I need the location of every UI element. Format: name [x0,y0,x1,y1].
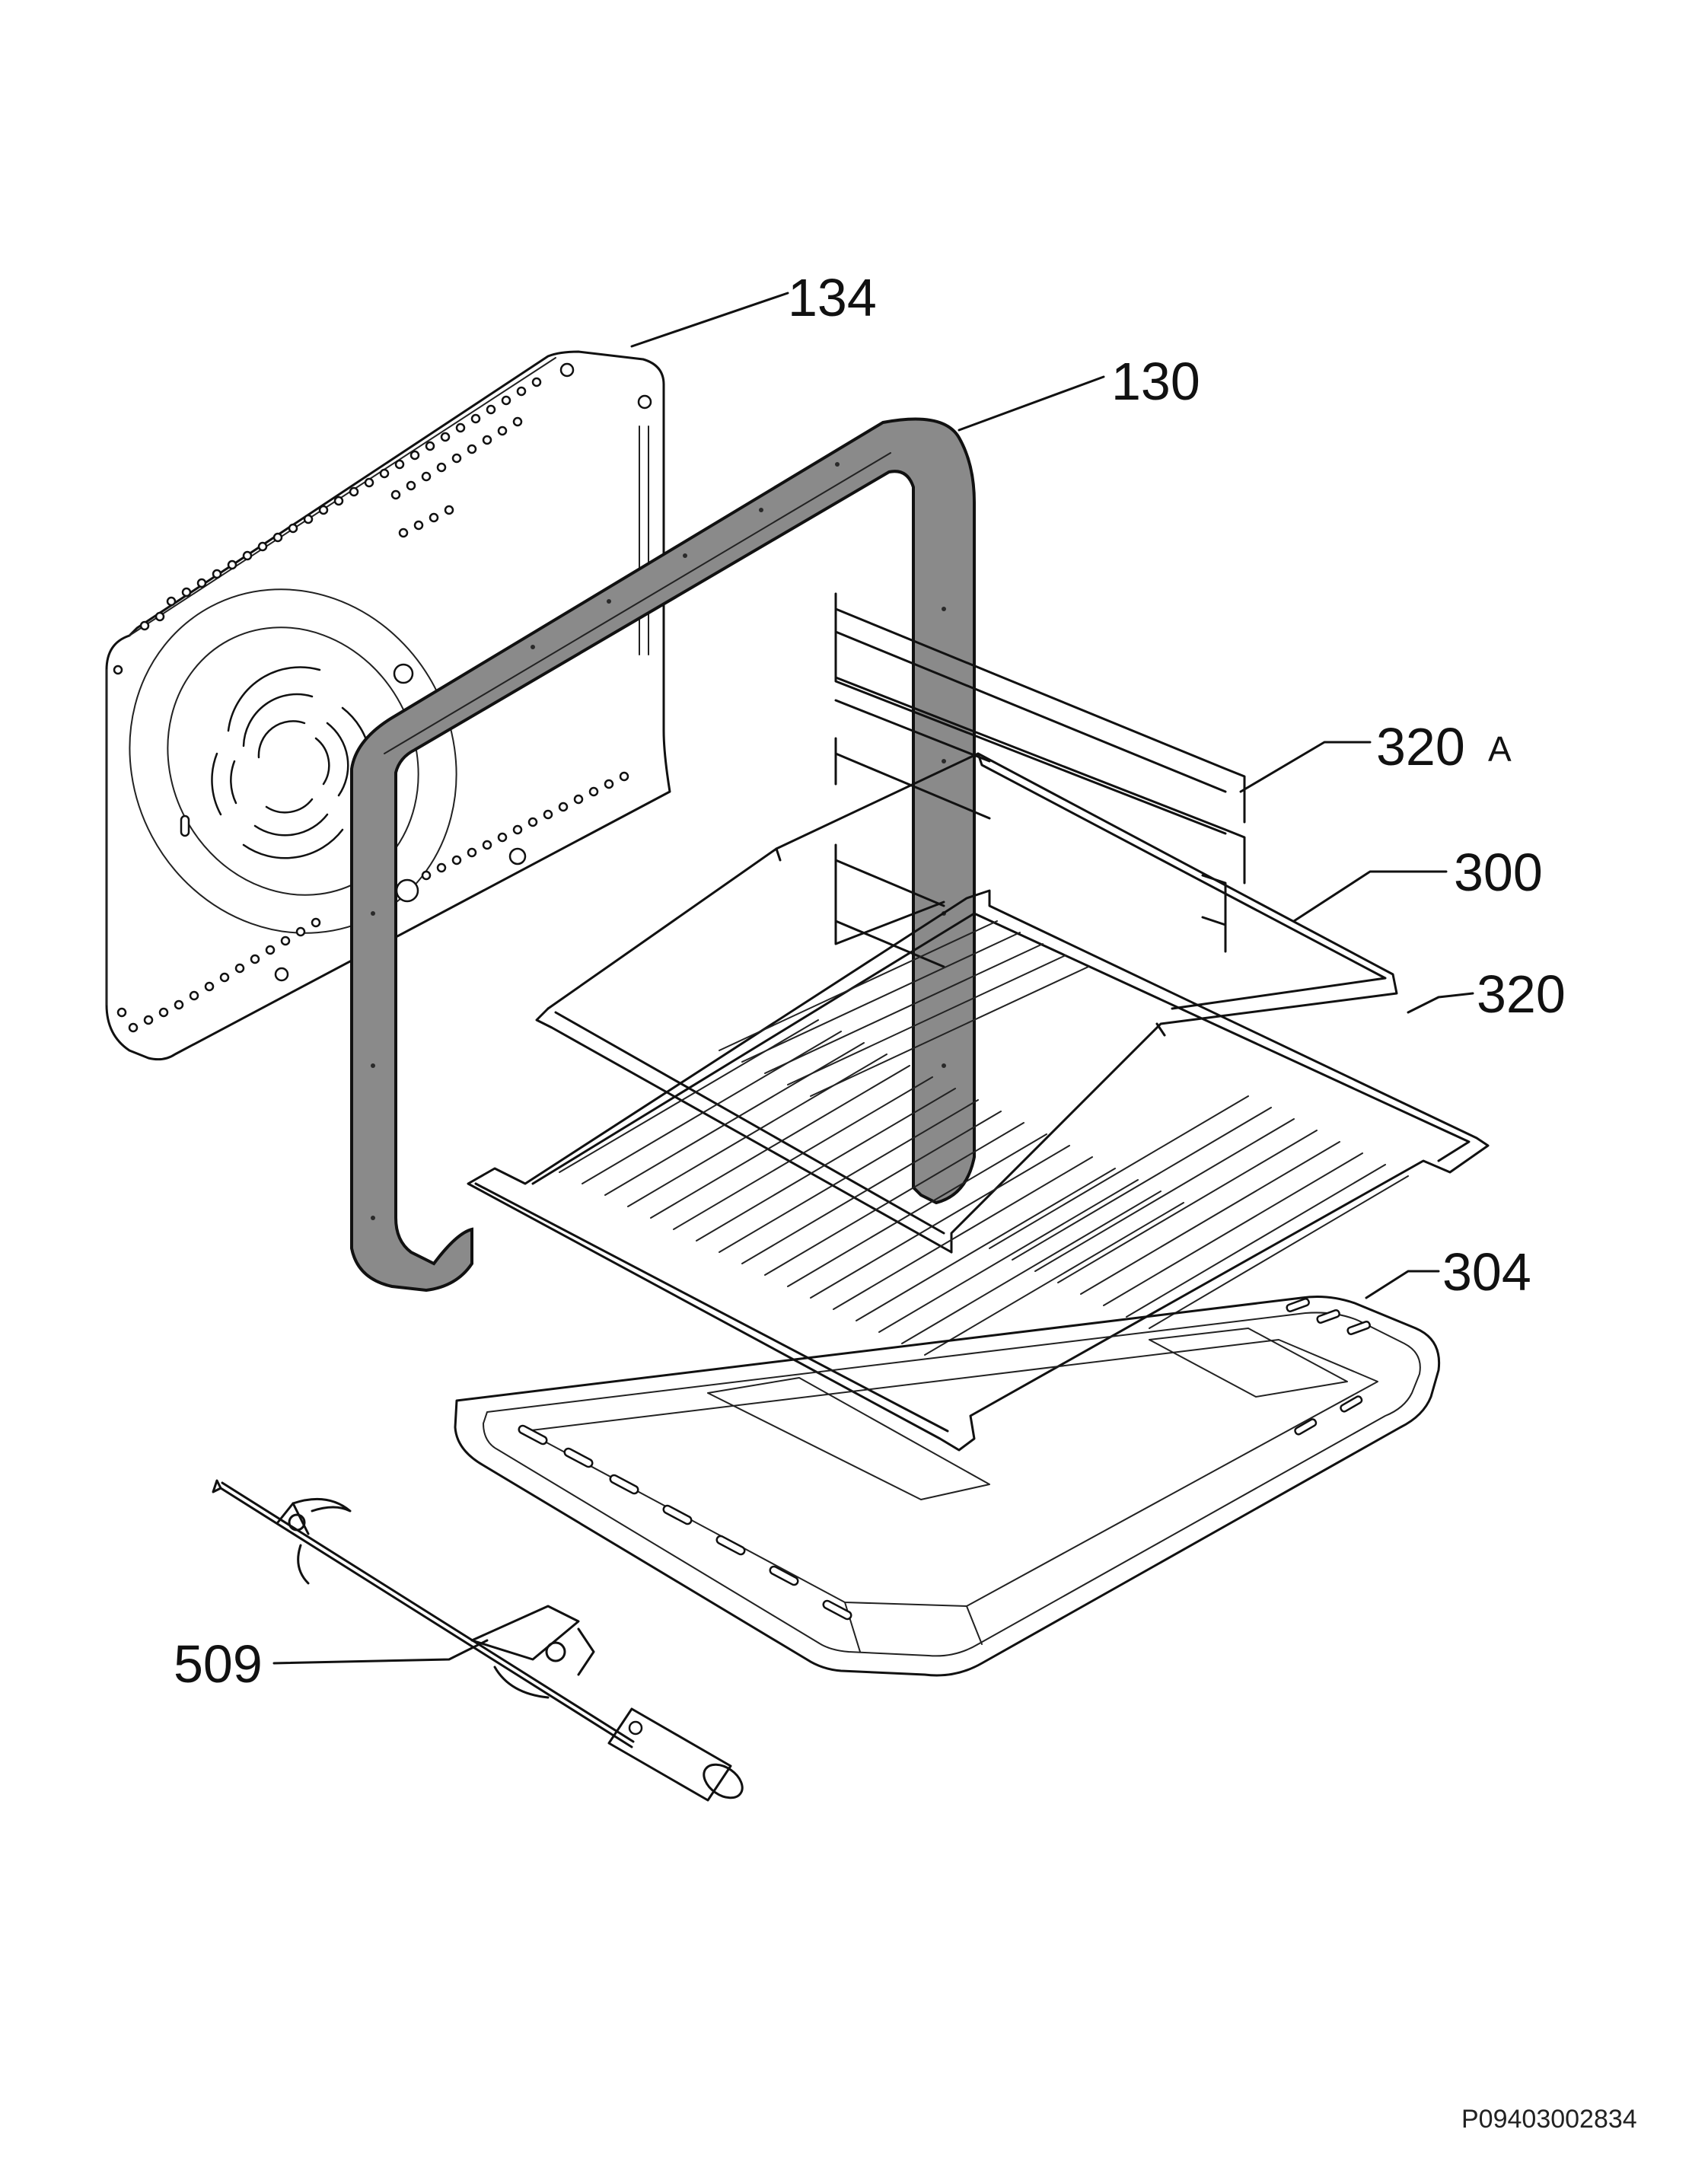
reference-code: P09403002834 [1461,2105,1637,2134]
label-509: 509 [174,1634,263,1694]
label-130: 130 [1111,352,1200,411]
grid-wires [559,920,1409,1356]
spit-handle [607,1707,744,1802]
baking-tray-304 [454,1296,1441,1677]
rear-panel-134 [105,350,671,1061]
callout-labels: 134 130 320 A 300 320 304 509 [174,268,1566,1694]
label-320: 320 [1477,964,1566,1024]
door-seal-130 [350,417,976,1293]
wire-grid-320 [467,889,1490,1452]
label-304: 304 [1442,1242,1531,1302]
tray-slots [518,1297,1371,1621]
rotisserie-spit-509 [212,1479,744,1802]
fan-guard-slots [180,666,372,859]
wire-shelf-300 [535,752,1398,1254]
leader-lines [272,292,1474,1665]
shelf-support-320a [834,592,1246,968]
label-320a-suffix: A [1488,729,1512,769]
label-134: 134 [788,268,877,327]
label-320a: 320 [1376,717,1465,776]
vent-holes [113,362,652,1033]
label-300: 300 [1454,843,1543,902]
